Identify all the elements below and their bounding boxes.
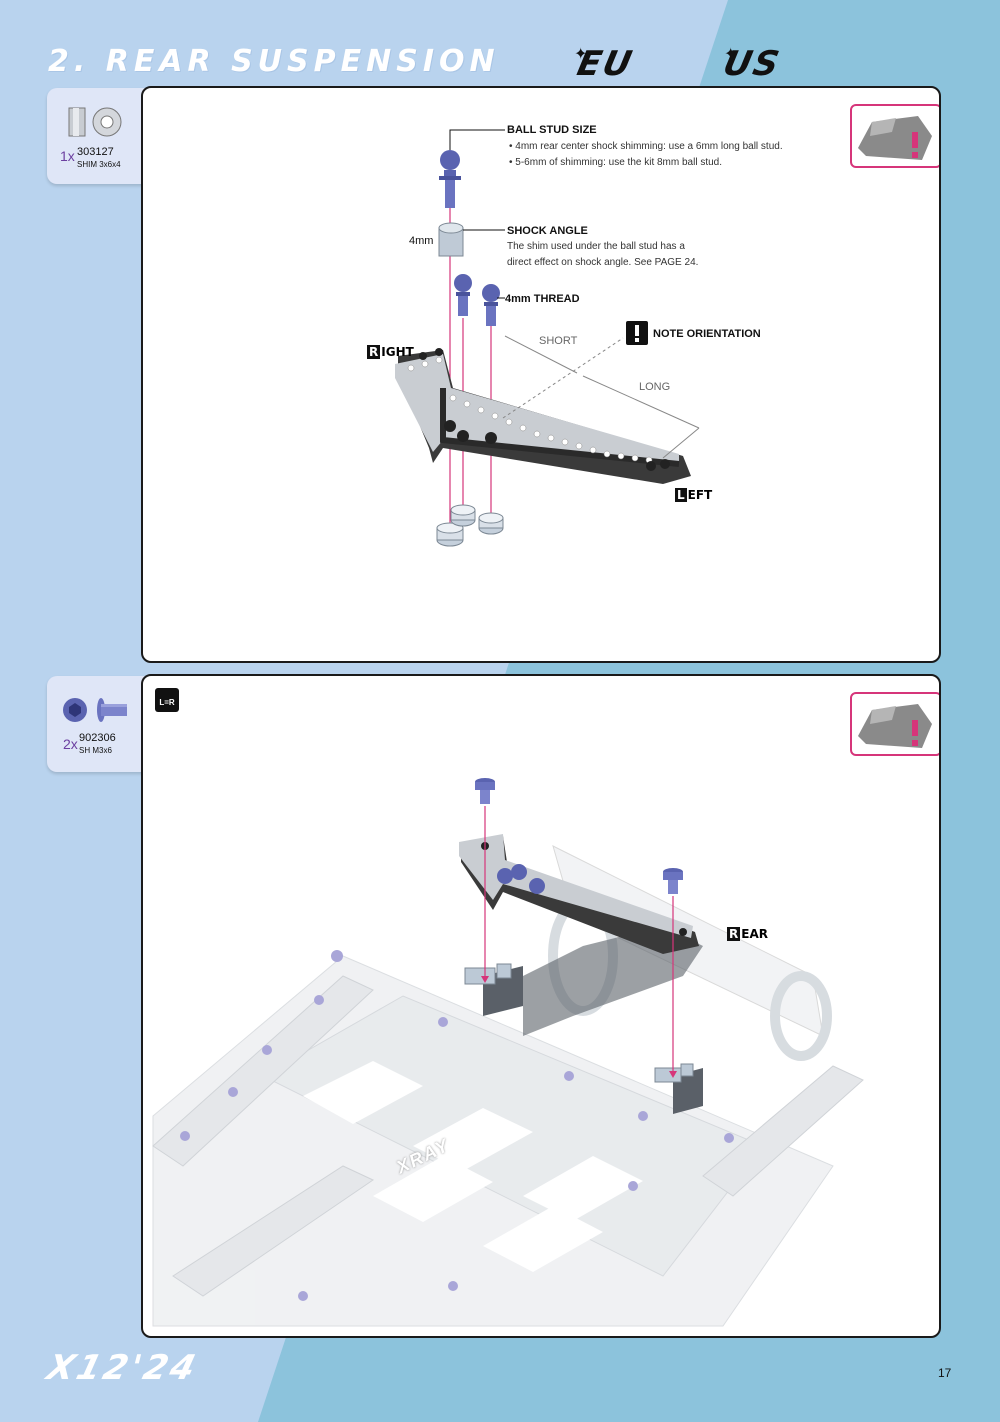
short-label: SHORT (539, 335, 578, 347)
long-label: LONG (639, 381, 671, 393)
part-name: SHIM 3x6x4 (77, 160, 121, 169)
page-number: 17 (938, 1366, 952, 1380)
star-icon: ✦ (724, 46, 738, 63)
shock-angle-text-1: The shim used under the ball stud has a (507, 241, 685, 252)
shock-angle-title: SHOCK ANGLE (507, 225, 588, 237)
ball-stud-bullet-2: • 5-6mm of shimming: use the kit 8mm bal… (509, 157, 723, 168)
note-orientation-label: NOTE ORIENTATION (653, 328, 761, 340)
shim-icon (68, 107, 122, 137)
parts-tab-step2: 2x 902306 SH M3x6 (47, 676, 157, 772)
step1-illustration (395, 129, 700, 547)
thread-label: 4mm THREAD (505, 293, 580, 305)
model-logo: X12'24 (43, 1348, 203, 1388)
part-name: SH M3x6 (79, 746, 112, 755)
part-code: 303127 (77, 146, 114, 158)
star-icon: ✦ (574, 46, 588, 63)
warning-car-icon (850, 692, 939, 756)
step2-panel: L=R (141, 674, 941, 1338)
ball-stud-size-title: BALL STUD SIZE (507, 124, 597, 136)
step1-panel: BALL STUD SIZE • 4mm rear center shock s… (141, 86, 941, 663)
shim-height-label: 4mm (409, 235, 434, 247)
shock-angle-text-2: direct effect on shock angle. See PAGE 2… (507, 257, 699, 268)
warning-car-icon (850, 104, 939, 168)
part-qty: 1x (60, 148, 75, 164)
screw-icon (63, 698, 127, 722)
ball-stud-bullet-1: • 4mm rear center shock shimming: use a … (509, 141, 783, 152)
parts-tab-step1: 1x 303127 SHIM 3x6x4 (47, 88, 157, 184)
part-qty: 2x (63, 736, 78, 752)
part-code: 902306 (79, 732, 116, 744)
left-equals-right-icon: L=R (155, 688, 179, 712)
left-label-rest: EFT (687, 488, 713, 502)
right-label-rest: IGHT (381, 345, 414, 359)
rear-label-rest: EAR (741, 927, 768, 941)
page-title: 2. REAR SUSPENSION (48, 44, 500, 79)
step2-illustration (152, 778, 864, 1327)
